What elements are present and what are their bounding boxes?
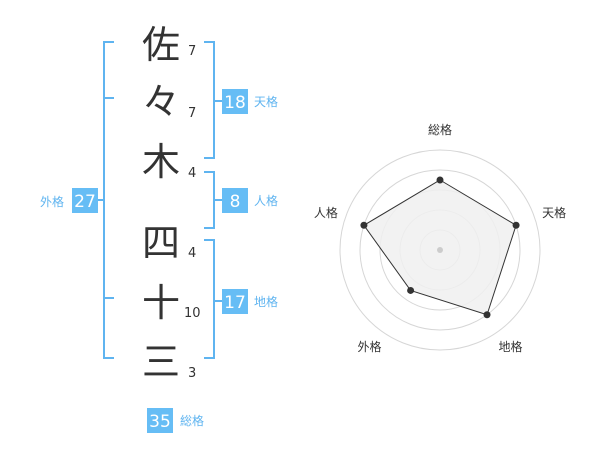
fortune-soukaku: 35 総格 — [147, 408, 204, 433]
jinkaku-bracket — [204, 171, 215, 229]
radar-axis-label-5: 人格 — [314, 205, 338, 220]
radar-point-5 — [360, 221, 368, 229]
name-characters: 佐 々 木 四 十 三 — [142, 23, 180, 384]
jinkaku-box — [222, 188, 248, 213]
radar-center-dot — [437, 247, 443, 253]
stroke-count-4: 4 — [188, 246, 196, 261]
jinkaku-value: 8 — [230, 192, 241, 212]
radar-points — [360, 176, 520, 319]
gaikaku-bracket — [103, 41, 114, 359]
name-char-5: 十 — [142, 281, 180, 325]
stroke-count-6: 3 — [188, 366, 196, 381]
soukaku-value: 35 — [149, 412, 171, 432]
stroke-count-1: 7 — [188, 44, 196, 59]
stroke-count-3: 4 — [188, 166, 196, 181]
chikaku-value: 17 — [224, 293, 246, 313]
gaikaku-value: 27 — [74, 192, 96, 212]
stroke-counts: 7 7 4 4 10 3 — [184, 44, 201, 381]
radar-point-3 — [483, 311, 491, 319]
radar-ring — [359, 169, 521, 331]
bracket-lines — [96, 41, 222, 359]
tenkaku-bracket — [204, 41, 215, 159]
tenkaku-value: 18 — [224, 93, 246, 113]
chikaku-bracket — [204, 239, 215, 359]
gaikaku-box — [72, 188, 98, 213]
name-char-6: 三 — [142, 340, 180, 384]
soukaku-label: 総格 — [180, 413, 204, 428]
jinkaku-label: 人格 — [254, 193, 278, 208]
radar-axis-label-1: 総格 — [428, 122, 452, 137]
stroke-count-2: 7 — [188, 106, 196, 121]
radar-axis-label-3: 地格 — [499, 339, 523, 354]
tenkaku-box — [222, 89, 248, 114]
stroke-count-5: 10 — [184, 306, 201, 321]
radar-axis-label-4: 外格 — [357, 339, 381, 354]
fortune-tenkaku: 18 天格 — [222, 89, 278, 114]
fortune-chikaku: 17 地格 — [222, 289, 278, 314]
chikaku-label: 地格 — [254, 294, 278, 309]
radar-point-1 — [436, 176, 444, 184]
radar-point-4 — [407, 286, 415, 294]
radar-point-2 — [512, 221, 520, 229]
soukaku-box — [147, 408, 173, 433]
fortune-gaikaku: 外格 27 — [40, 188, 98, 213]
name-char-3: 木 — [142, 140, 180, 184]
gaikaku-label: 外格 — [40, 194, 64, 209]
chikaku-box — [222, 289, 248, 314]
name-char-2: 々 — [142, 80, 180, 124]
radar-axis-label-2: 天格 — [542, 205, 566, 220]
name-char-1: 佐 — [142, 23, 180, 67]
tenkaku-label: 天格 — [254, 94, 278, 109]
name-char-4: 四 — [142, 221, 180, 265]
fortune-jinkaku: 8 人格 — [222, 188, 278, 213]
